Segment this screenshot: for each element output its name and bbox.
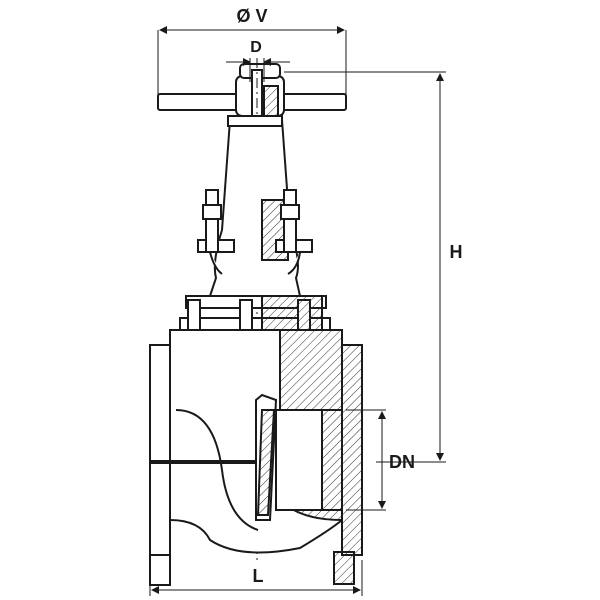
dimension-lines [149,26,446,596]
gate-wedge [255,393,343,521]
nominal-diameter-label: DN [389,452,415,472]
yoke-bonnet [197,115,313,297]
handwheel-diameter-label: Ø V [236,6,267,26]
length-label: L [253,566,264,586]
stem-diameter-label: D [250,39,262,56]
height-label: H [450,242,463,262]
